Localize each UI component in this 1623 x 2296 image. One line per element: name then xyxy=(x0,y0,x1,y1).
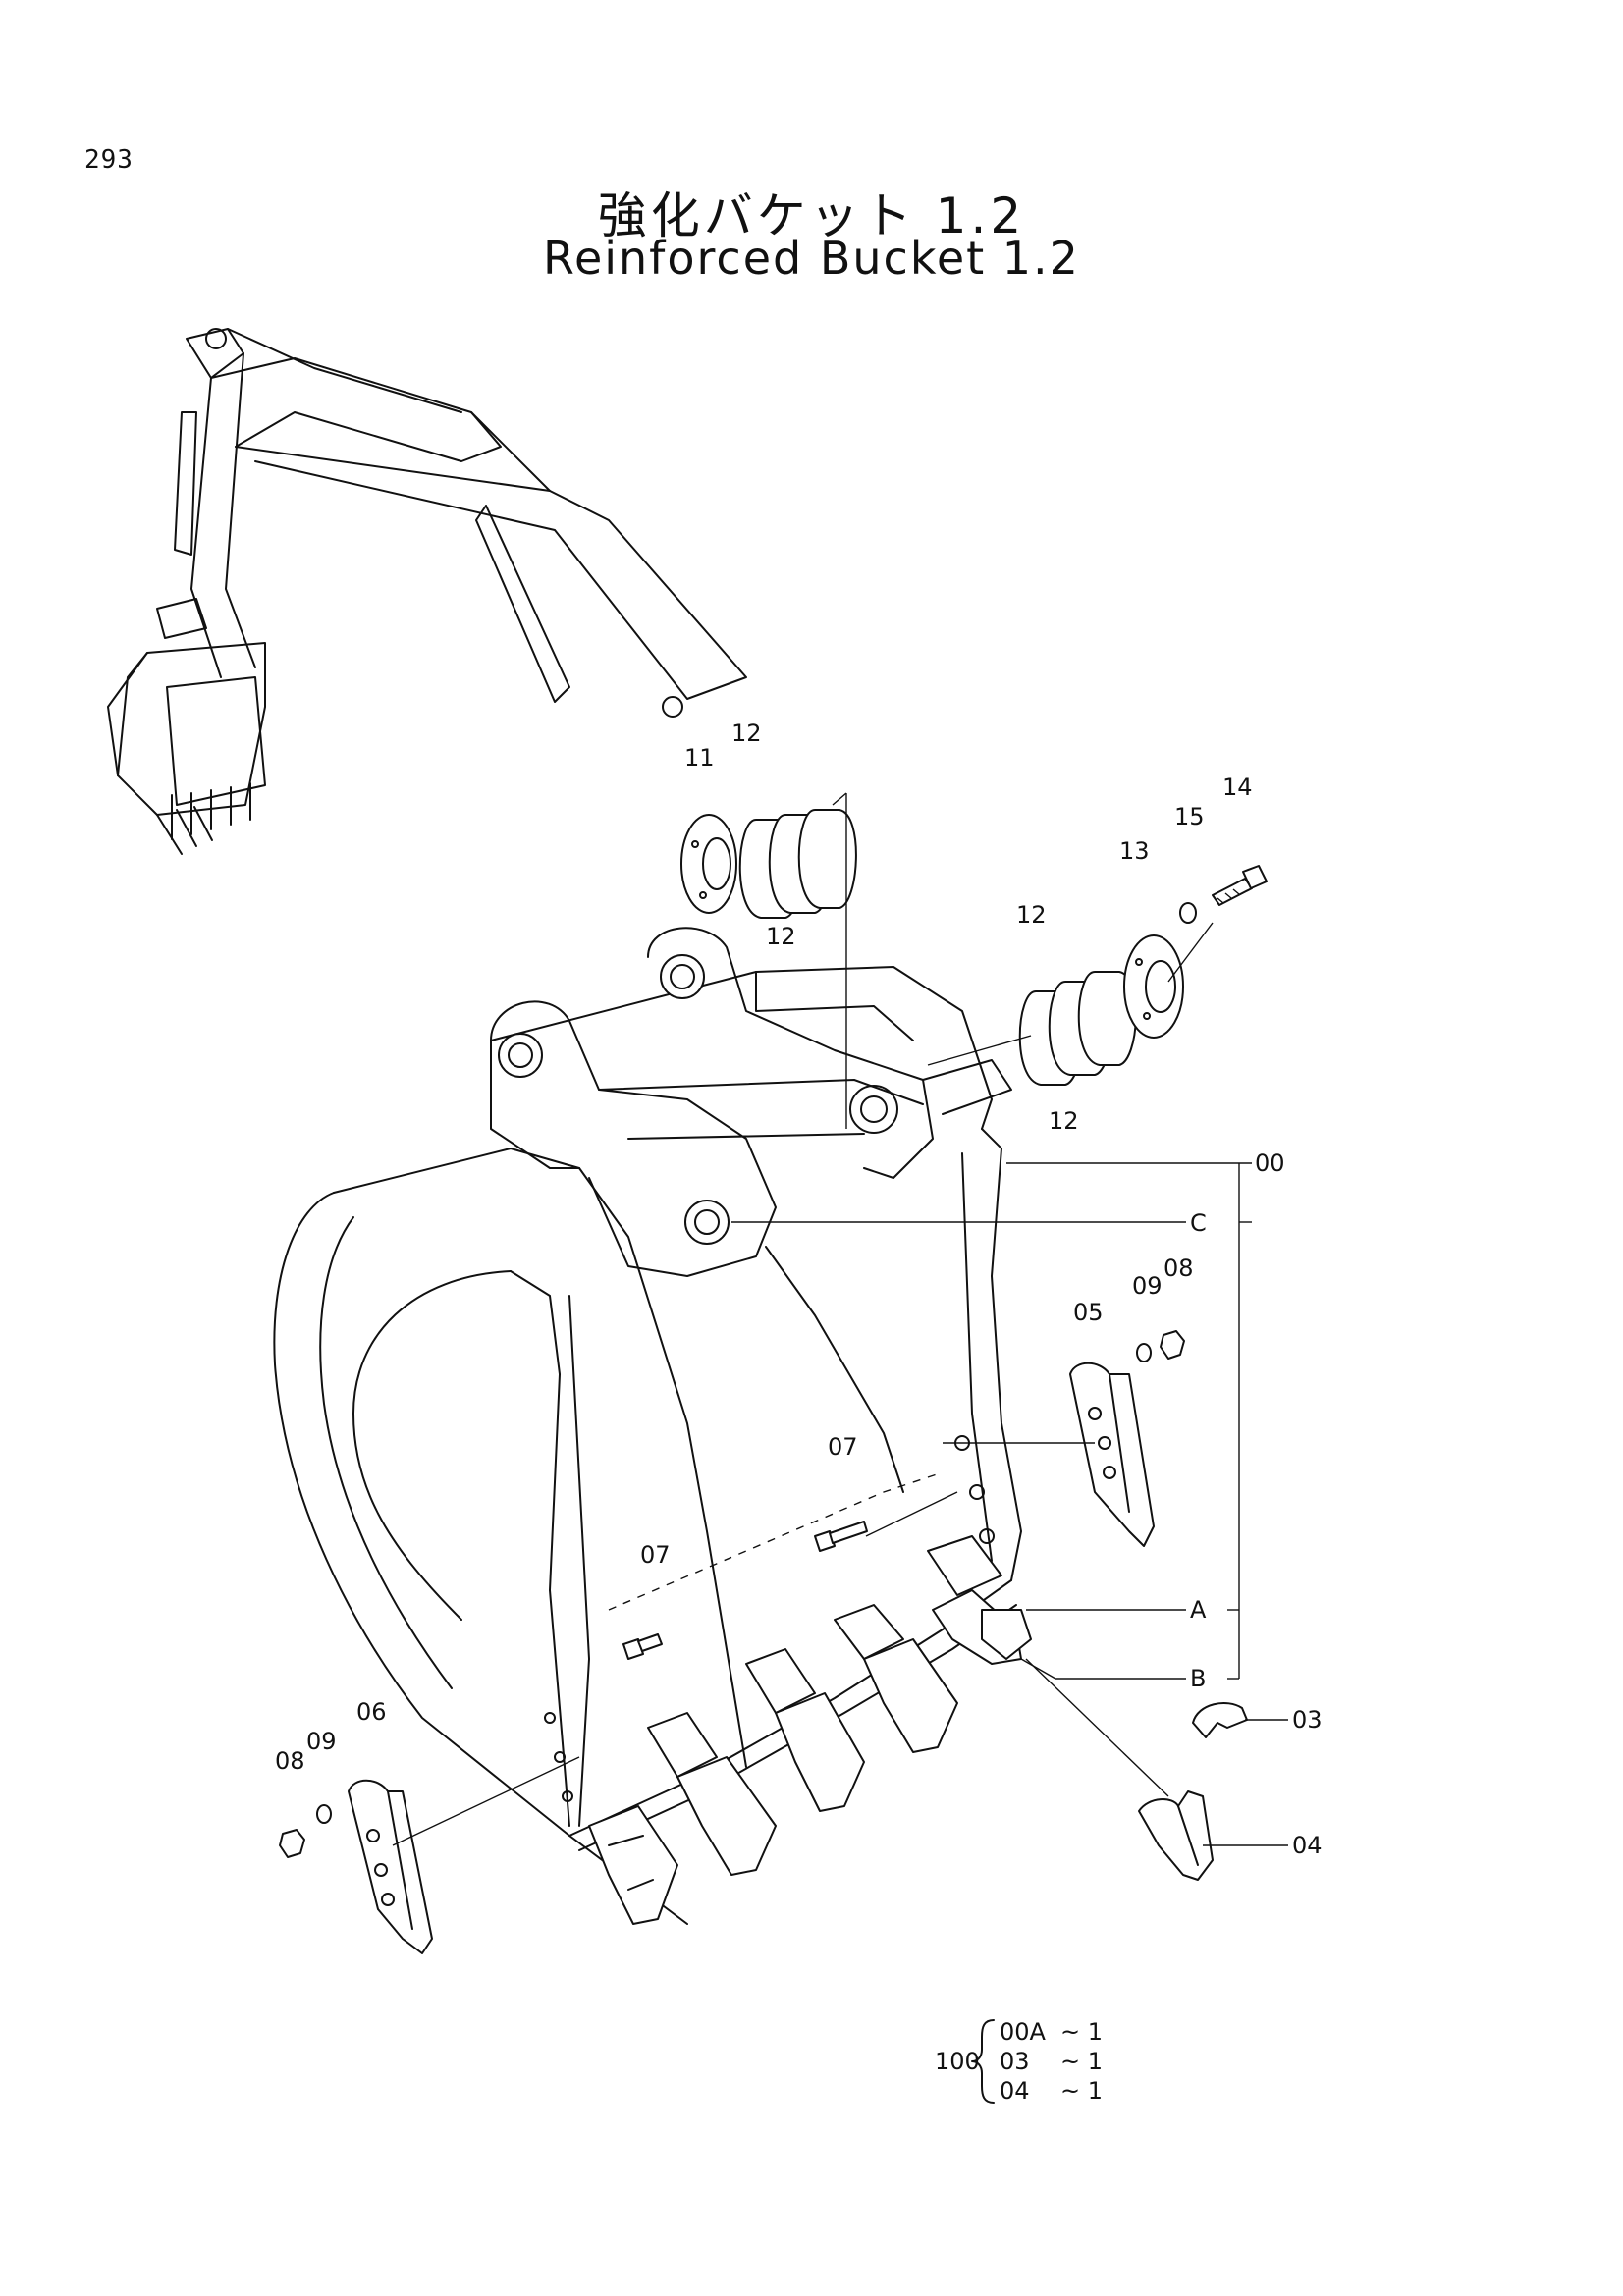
callout-04: 04 xyxy=(1292,1832,1323,1859)
callout-11: 11 xyxy=(684,744,715,772)
callout-15: 15 xyxy=(1174,803,1205,830)
part-07-bolt-left xyxy=(622,1633,663,1660)
callout-05: 05 xyxy=(1073,1299,1104,1326)
part-06-side-cutter xyxy=(348,1779,433,1954)
callout-12-b: 12 xyxy=(766,923,796,950)
title-japanese: 強化バケット 1.2 xyxy=(597,187,1026,244)
part-07-bolt-right xyxy=(814,1521,868,1552)
part-03-lock-pin xyxy=(1192,1702,1248,1738)
part-09-washer-left xyxy=(316,1804,332,1824)
callout-03: 03 xyxy=(1292,1706,1323,1734)
kit-item-code-2: 03 xyxy=(1000,2048,1030,2075)
callout-13: 13 xyxy=(1119,837,1150,865)
callout-06: 06 xyxy=(356,1698,387,1726)
callout-08-right: 08 xyxy=(1163,1255,1194,1282)
callout-C: C xyxy=(1190,1209,1207,1237)
bucket-body xyxy=(273,927,1022,1925)
part-14-bolt xyxy=(1212,865,1268,906)
callout-09-left: 09 xyxy=(306,1728,337,1755)
callout-14: 14 xyxy=(1222,774,1253,801)
part-09-washer-right xyxy=(1136,1343,1152,1362)
callout-12-c: 12 xyxy=(1016,901,1047,929)
part-13-plate xyxy=(1123,934,1184,1039)
part-05-side-cutter xyxy=(1069,1362,1155,1547)
part-15-washer xyxy=(1179,902,1197,924)
callout-07-right: 07 xyxy=(828,1433,858,1461)
part-12-shims-lower xyxy=(1018,971,1137,1086)
kit-item-code-1: 00A xyxy=(1000,2018,1047,2046)
part-12-shims-upper xyxy=(738,809,857,919)
kit-item-qty-3: ~ 1 xyxy=(1060,2077,1103,2105)
page-number: 293 xyxy=(84,145,134,175)
part-08-nut-right xyxy=(1160,1330,1185,1360)
excavator-arm-thumbnail xyxy=(107,328,747,855)
kit-note: 100 00A ~ 1 03 ~ 1 04 ~ 1 xyxy=(935,2018,1103,2105)
kit-item-qty-1: ~ 1 xyxy=(1060,2018,1103,2046)
callout-08-left: 08 xyxy=(275,1747,305,1775)
bucket-teeth-set xyxy=(588,1535,1032,1925)
callout-12-a: 12 xyxy=(731,720,762,747)
title-english: Reinforced Bucket 1.2 xyxy=(543,232,1080,285)
callout-A: A xyxy=(1190,1596,1207,1624)
kit-item-code-3: 04 xyxy=(1000,2077,1030,2105)
kit-item-qty-2: ~ 1 xyxy=(1060,2048,1103,2075)
callout-B: B xyxy=(1190,1665,1206,1692)
callout-12-d: 12 xyxy=(1049,1107,1079,1135)
part-04-tooth-point xyxy=(1138,1790,1214,1881)
leader-lines xyxy=(392,792,1288,1846)
part-08-nut-left xyxy=(279,1829,305,1858)
callout-07-left: 07 xyxy=(640,1541,671,1569)
callout-09-right: 09 xyxy=(1132,1272,1163,1300)
callout-00: 00 xyxy=(1255,1149,1285,1177)
callout-labels: 11 12 12 12 12 13 14 15 00 C 09 08 05 07… xyxy=(275,720,1323,1859)
part-11-plate xyxy=(680,814,737,914)
